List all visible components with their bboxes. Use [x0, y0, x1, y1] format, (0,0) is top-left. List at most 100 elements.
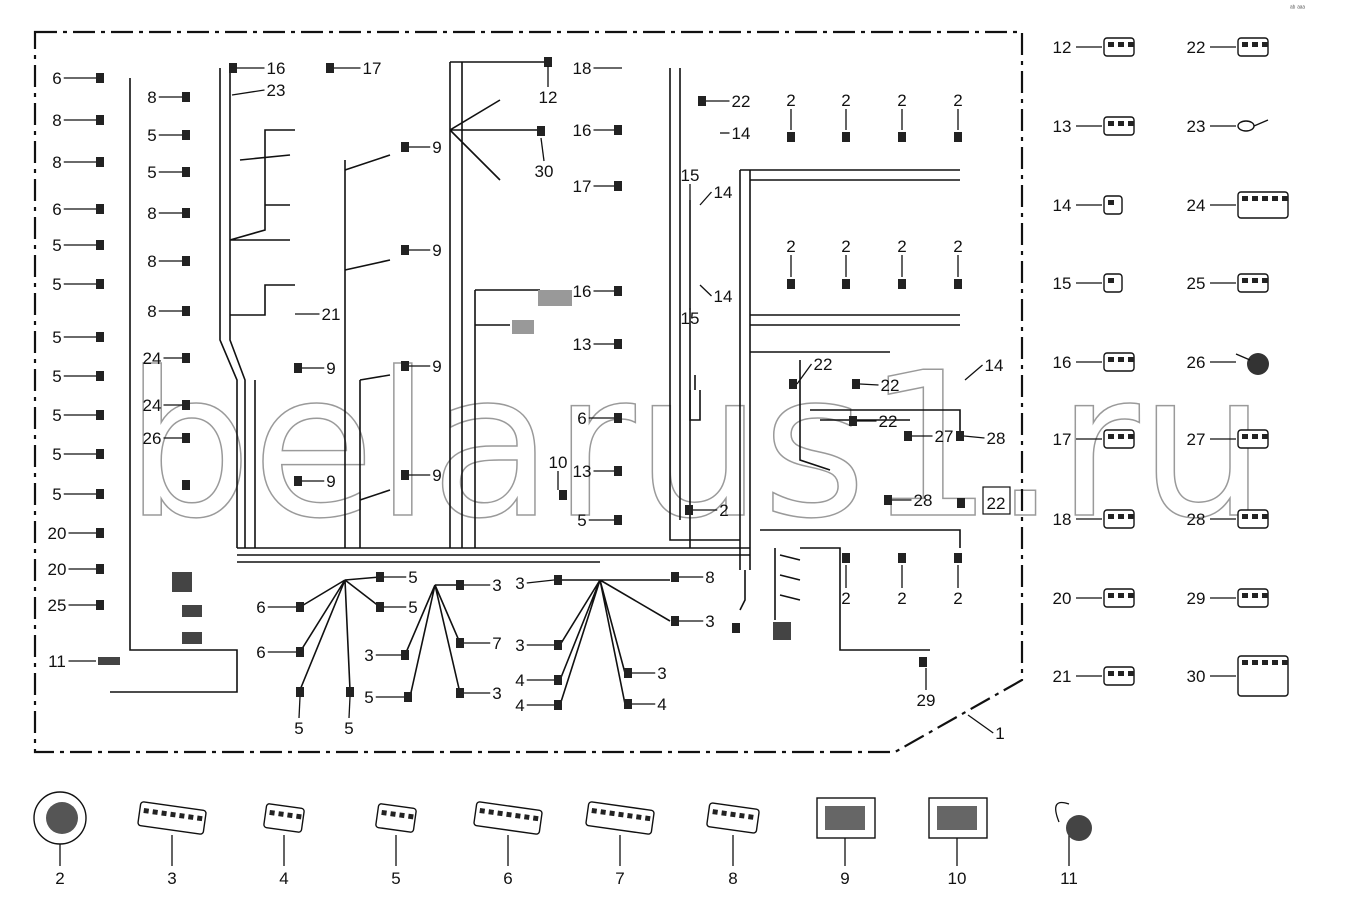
connector-part-icon — [1235, 353, 1269, 375]
callout-label: 5 — [52, 236, 61, 255]
pin-icon — [712, 809, 718, 815]
sensor-icon — [1235, 353, 1251, 361]
pin-icon — [408, 813, 414, 820]
plug-cable-icon — [1055, 801, 1070, 823]
callout-label: 10 — [549, 453, 568, 472]
connector-icon — [96, 240, 104, 250]
callout-label: 2 — [719, 501, 728, 520]
connector-part-icon — [928, 797, 988, 839]
leader-line — [298, 696, 301, 719]
connector-icon — [346, 687, 354, 697]
callout-label: 16 — [267, 59, 286, 78]
pin-icon — [1128, 434, 1134, 439]
wire — [739, 570, 746, 611]
legend-label: 23 — [1187, 117, 1206, 136]
callout-label: 2 — [953, 237, 962, 256]
connector-icon — [919, 657, 927, 667]
pin-icon — [1242, 593, 1248, 598]
callout-label: 5 — [52, 328, 61, 347]
callout-label: 2 — [786, 237, 795, 256]
callout-label: 4 — [515, 696, 524, 715]
legend-label: 15 — [1053, 274, 1072, 293]
leader-line — [859, 383, 879, 386]
wire — [799, 360, 831, 471]
pin-icon — [1118, 357, 1124, 362]
callout-label: 14 — [732, 124, 751, 143]
connector-icon — [842, 553, 850, 563]
callout-label: 22 — [881, 376, 900, 395]
connector-part-icon — [1103, 273, 1123, 293]
connector-block-icon — [182, 605, 202, 617]
connector-icon — [294, 363, 302, 373]
bottom-part-label: 5 — [391, 869, 400, 888]
pin-icon — [179, 813, 185, 819]
pin-icon — [1242, 42, 1248, 47]
sensor-icon — [1247, 353, 1269, 375]
connector-icon — [456, 688, 464, 698]
leader-line — [699, 284, 712, 297]
wire — [404, 584, 461, 698]
callout-label: 2 — [953, 91, 962, 110]
callout-label: 18 — [573, 59, 592, 78]
pin-icon — [1128, 42, 1134, 47]
ecu-connector-icon — [825, 806, 865, 830]
pin-icon — [1252, 434, 1258, 439]
callout-label: 13 — [573, 335, 592, 354]
pin-icon — [721, 810, 727, 817]
callout-label: 16 — [573, 121, 592, 140]
pin-icon — [1262, 660, 1268, 665]
connector-icon — [401, 245, 409, 255]
callout-label: 14 — [714, 183, 733, 202]
callout-label: 3 — [515, 636, 524, 655]
callout-label: 9 — [432, 241, 441, 260]
pin-icon — [1262, 196, 1268, 201]
legend-label: 20 — [1053, 589, 1072, 608]
connector-icon — [614, 413, 622, 423]
pin-icon — [287, 812, 293, 819]
pin-icon — [1242, 434, 1248, 439]
pin-icon — [532, 815, 539, 822]
callout-label: 17 — [363, 59, 382, 78]
wire — [559, 579, 671, 706]
connector-icon — [698, 96, 706, 106]
corner-mark: ᵃᵇ ᵃᵃᵃ — [1290, 5, 1305, 12]
pin-icon — [399, 812, 405, 819]
connector-icon — [296, 647, 304, 657]
callout-label: 3 — [364, 646, 373, 665]
callout-label: 8 — [147, 204, 156, 223]
ring-terminal-icon — [1253, 119, 1269, 127]
wire — [110, 78, 238, 693]
connector-body-icon — [1237, 191, 1289, 219]
connector-icon — [789, 379, 797, 389]
pin-icon — [635, 814, 642, 820]
pin-icon — [1128, 593, 1134, 598]
callout-label: 5 — [408, 568, 417, 587]
legend-label: 18 — [1053, 510, 1072, 529]
connector-icon — [624, 668, 632, 678]
callout-label: 9 — [326, 472, 335, 491]
pin-icon — [1128, 671, 1134, 676]
callout-label: 15 — [681, 166, 700, 185]
pin-icon — [196, 815, 203, 822]
connector-icon — [614, 515, 622, 525]
connector-icon — [96, 449, 104, 459]
bottom-part-label: 7 — [615, 869, 624, 888]
pin-icon — [1118, 514, 1124, 519]
callout-label: 8 — [52, 153, 61, 172]
connector-icon — [182, 400, 190, 410]
connector-icon — [614, 181, 622, 191]
callout-label: 12 — [539, 88, 558, 107]
connector-icon — [537, 126, 545, 136]
connector-icon — [296, 687, 304, 697]
pin-icon — [609, 810, 615, 817]
wire — [230, 284, 295, 316]
legend-label: 12 — [1053, 38, 1072, 57]
wire — [810, 409, 961, 440]
bottom-part-label: 8 — [728, 869, 737, 888]
connector-body-icon — [585, 801, 655, 835]
connector-icon — [957, 498, 965, 508]
pin-icon — [1108, 121, 1114, 126]
pin-icon — [1262, 42, 1268, 47]
ecu-connector-icon — [937, 806, 977, 830]
